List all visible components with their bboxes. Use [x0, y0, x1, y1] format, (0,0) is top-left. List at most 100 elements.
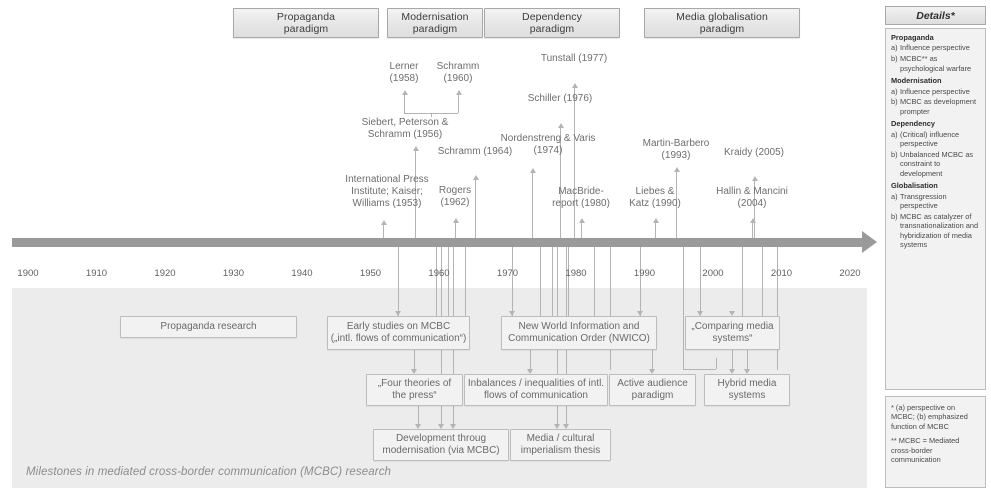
arrowhead-up-icon [652, 218, 659, 223]
details-item-text: Transgression perspective [900, 191, 947, 210]
arrowhead-down-icon [438, 424, 444, 429]
year-tick-label: 1940 [291, 268, 313, 279]
axis-to-stream-line [568, 247, 569, 316]
details-list-item: a)Influence perspective [891, 43, 981, 52]
citation-stem [415, 151, 416, 238]
citation-label: International Press Institute; Kaiser; W… [345, 174, 429, 209]
research-stream-box: „Comparing media systems“ [685, 316, 780, 350]
details-item-marker: b) [891, 149, 898, 159]
details-list-item: b)MCBC** as psychological warfare [891, 54, 981, 73]
axis-to-stream-line [398, 247, 399, 316]
arrowhead-down-icon [509, 311, 515, 316]
citation-label: Hallin & Mancini (2004) [716, 186, 788, 209]
details-item-marker: a) [891, 43, 898, 53]
bypass-line [683, 247, 684, 370]
details-item-text: MCBC as catalyzer of transnationalizatio… [900, 211, 979, 250]
arrowhead-down-icon [697, 311, 703, 316]
research-stream-box: Hybrid media systems [704, 374, 790, 406]
citation-stem [754, 181, 755, 238]
details-panel-title: Details* [885, 6, 986, 25]
research-stream-box: Early studies on MCBC („intl. flows of c… [327, 316, 470, 350]
citation-label: Tunstall (1977) [540, 53, 608, 64]
stream-link [530, 350, 531, 370]
arrowhead-down-icon [395, 311, 401, 316]
arrowhead-up-icon [557, 123, 564, 128]
timeline-axis-bar [12, 238, 867, 247]
figure-caption: Milestones in mediated cross-border comm… [26, 466, 392, 478]
year-tick-label: 1930 [222, 268, 245, 279]
arrowhead-up-icon [571, 83, 578, 88]
citation-label: Schiller (1976) [527, 93, 593, 104]
citation-stem [574, 88, 575, 238]
details-item-marker: b) [891, 54, 898, 64]
citation-label: Kraidy (2005) [723, 147, 785, 158]
paradigm-box: Dependency paradigm [484, 8, 620, 38]
paradigm-box: Propaganda paradigm [233, 8, 379, 38]
details-list-item: b)MCBC as development prompter [891, 97, 981, 116]
citation-label: Martin-Barbero (1993) [642, 138, 710, 161]
year-tick-label: 1920 [154, 268, 176, 279]
arrowhead-down-icon [729, 311, 735, 316]
research-stream-box: Propaganda research [120, 316, 297, 338]
details-item-text: MCBC** as psychological warfare [900, 54, 972, 73]
elbow-stem [431, 113, 432, 117]
details-item-text: Influence perspective [900, 86, 970, 96]
year-tick-label: 1900 [17, 268, 39, 279]
details-list-item: a)Transgression perspective [891, 192, 981, 211]
details-list-item: a)Influence perspective [891, 87, 981, 96]
details-item-marker: b) [891, 211, 898, 221]
stream-link [418, 406, 419, 425]
year-tick-label: 2000 [702, 268, 724, 279]
citation-label: Schramm (1960) [436, 61, 480, 84]
axis-to-stream-line [448, 247, 449, 316]
axis-to-stream-line [436, 247, 437, 316]
citation-label: Schramm (1964) [437, 146, 513, 157]
details-section-heading: Modernisation [891, 76, 942, 86]
arrowhead-down-icon [563, 424, 569, 429]
stream-link [747, 350, 748, 370]
year-tick-label: 1990 [633, 268, 656, 279]
axis-to-stream-line [742, 247, 743, 316]
citation-label: MacBride- report (1980) [552, 186, 610, 209]
year-tick-label: 2010 [770, 268, 793, 279]
details-section-heading: Dependency [891, 119, 935, 129]
details-panel-footnotes: * (a) perspective on MCBC; (b) emphasize… [885, 396, 986, 488]
citation-stem [581, 223, 582, 238]
elbow-riser [404, 95, 405, 113]
arrowhead-up-icon [751, 176, 758, 181]
citation-label: Liebes & Katz (1990) [629, 186, 681, 209]
year-tick-label: 1980 [565, 268, 587, 279]
citation-stem [655, 223, 656, 238]
arrowhead-down-icon [554, 424, 560, 429]
citation-stem [383, 225, 384, 238]
axis-to-stream-line [594, 247, 595, 316]
year-tick-label: 2020 [839, 268, 861, 279]
stream-link [732, 350, 733, 370]
arrowhead-down-icon [450, 424, 456, 429]
arrowhead-up-icon [472, 175, 479, 180]
timeline-axis-arrowhead [862, 231, 877, 253]
stream-link [652, 350, 653, 370]
arrowhead-up-icon [578, 218, 585, 223]
citation-stem [532, 173, 533, 238]
citation-stem [455, 223, 456, 238]
arrowhead-down-icon [527, 369, 533, 374]
details-item-text: Unbalanced MCBC as constraint to develop… [900, 149, 974, 178]
arrowhead-down-icon [744, 369, 750, 374]
research-stream-box: Media / cultural imperialism thesis [510, 429, 611, 461]
stream-link [716, 358, 717, 369]
research-stream-box: Active audience paradigm [609, 374, 696, 406]
citation-label: Lernеr (1958) [389, 61, 419, 84]
elbow-riser [458, 95, 459, 113]
citation-label: Rogers (1962) [438, 185, 472, 208]
details-footnote: * (a) perspective on MCBC; (b) emphasize… [891, 403, 968, 431]
details-section-heading: Propaganda [891, 33, 934, 42]
arrowhead-up-icon [412, 146, 419, 151]
axis-to-stream-line [762, 247, 763, 316]
axis-to-stream-line [512, 247, 513, 316]
arrowhead-down-icon [415, 424, 421, 429]
arrowhead-down-icon [637, 311, 643, 316]
axis-to-stream-line [640, 247, 641, 316]
bypass-line [610, 247, 611, 370]
